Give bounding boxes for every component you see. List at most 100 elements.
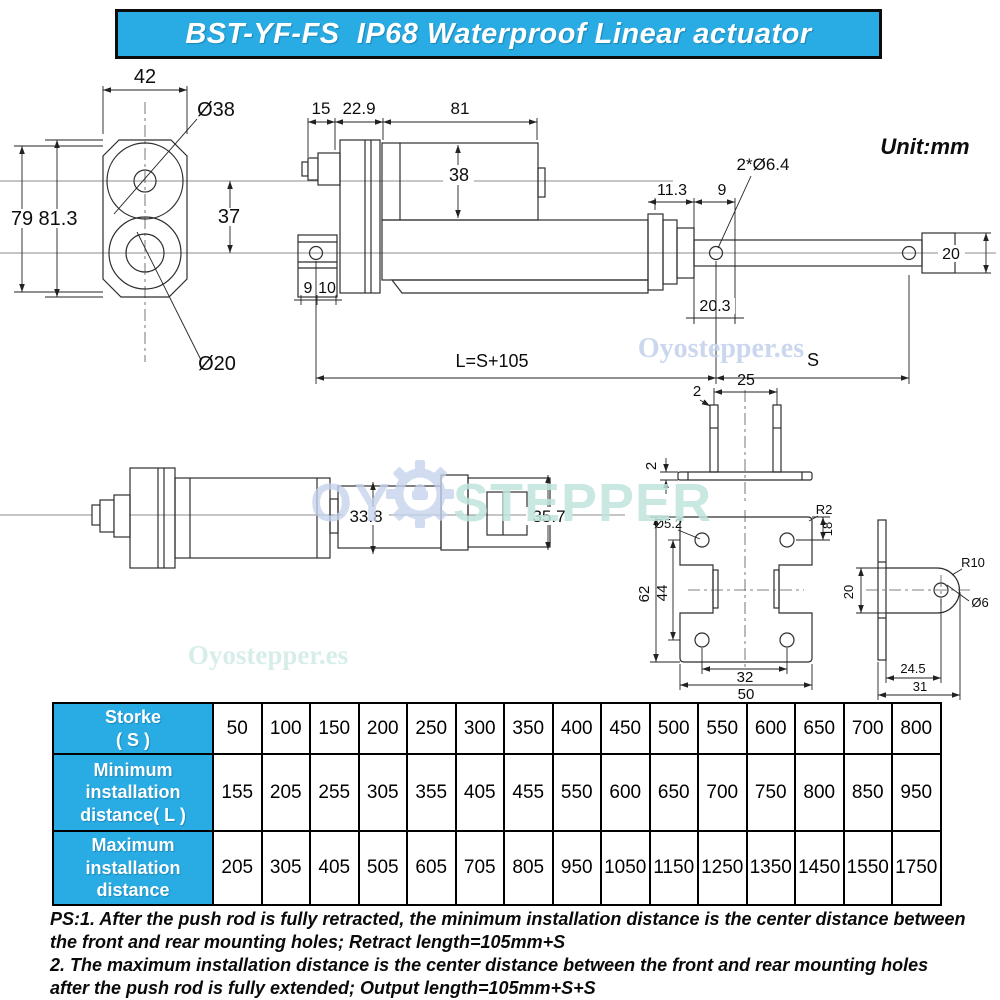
dim-label-rod-holes: 2*Ø6.4 xyxy=(737,155,790,174)
cell: 600 xyxy=(600,753,651,832)
cell: 600 xyxy=(745,702,796,755)
cell: 850 xyxy=(842,753,893,832)
dim-label-bracket-25: 25 xyxy=(737,372,755,389)
cell: 700 xyxy=(697,753,748,832)
cell: 550 xyxy=(551,753,602,832)
dim-label-center-dist: 37 xyxy=(218,206,240,228)
cell: 405 xyxy=(309,830,360,906)
dim-label-S: S xyxy=(807,350,819,370)
cell: 255 xyxy=(309,753,360,832)
watermark-site-bottom: Oyostepper.es xyxy=(188,640,348,670)
row-header-max-distance: Maximum installation distance xyxy=(52,830,214,906)
dim-label-22-9: 22.9 xyxy=(342,99,375,118)
technical-drawing: 42 Ø38 Ø20 79 81.3 37 xyxy=(0,66,996,702)
dim-label-plate-62: 62 xyxy=(636,586,653,603)
table-row-stroke: Storke ( S ) 50 100 150 200 250 300 350 … xyxy=(52,702,942,755)
row-header-line: Minimum xyxy=(93,759,173,780)
cell: 1550 xyxy=(842,830,893,906)
cell: 1050 xyxy=(600,830,651,906)
watermark-brand-left: OY xyxy=(310,473,392,533)
row-header-min-distance: Minimum installation distance( L ) xyxy=(52,753,214,832)
cell: 705 xyxy=(454,830,505,906)
dim-label-height-b: 81.3 xyxy=(39,208,78,230)
cell: 455 xyxy=(503,753,554,832)
cell: 950 xyxy=(551,830,602,906)
dim-label-81: 81 xyxy=(451,99,470,118)
cell: 1750 xyxy=(891,830,942,906)
note-2: 2. The maximum installation distance is … xyxy=(50,955,929,999)
dim-label-plate-50: 50 xyxy=(738,686,755,702)
cell: 550 xyxy=(697,702,748,755)
row-header-line: distance( L ) xyxy=(80,804,186,825)
cell: 700 xyxy=(842,702,893,755)
front-view: 42 Ø38 Ø20 79 81.3 37 xyxy=(8,66,244,375)
dim-label-9b: 9 xyxy=(718,182,727,199)
watermark-site-top: Oyostepper.es xyxy=(638,333,804,364)
cell: 50 xyxy=(212,702,263,755)
dim-label-bracket-2-wall: 2 xyxy=(693,383,701,400)
dim-label-plate-hole-dia: Ø5.2 xyxy=(654,516,682,531)
cell: 805 xyxy=(503,830,554,906)
watermarks: Oyostepper.es Oyostepper.es OY STEPPER xyxy=(188,333,804,670)
dim-label-20-3: 20.3 xyxy=(699,298,730,315)
cell: 950 xyxy=(891,753,942,832)
dim-label-sb-20: 20 xyxy=(841,585,856,599)
cell: 1250 xyxy=(697,830,748,906)
table-row-min-distance: Minimum installation distance( L ) 155 2… xyxy=(52,753,942,832)
title-banner: BST-YF-FS IP68 Waterproof Linear actuato… xyxy=(115,9,882,59)
row-header-line: ( S ) xyxy=(116,729,150,750)
cell: 100 xyxy=(260,702,311,755)
cell: 405 xyxy=(454,753,505,832)
unit-label: Unit:mm xyxy=(880,134,969,159)
centerlines xyxy=(0,180,996,516)
dim-label-sb-24-5: 24.5 xyxy=(900,661,925,676)
dim-label-front-width: 42 xyxy=(134,66,156,88)
cell: 650 xyxy=(794,702,845,755)
dim-label-sb-d6: Ø6 xyxy=(971,595,988,610)
dim-label-plate-32: 32 xyxy=(737,669,754,686)
cell: 155 xyxy=(212,753,263,832)
cell: 150 xyxy=(309,702,360,755)
dim-label-outer-dia: Ø38 xyxy=(197,99,235,121)
dim-label-10: 10 xyxy=(318,280,336,297)
note-1: PS:1. After the push rod is fully retrac… xyxy=(50,909,966,953)
dim-label-20: 20 xyxy=(942,246,960,263)
cell: 355 xyxy=(406,753,457,832)
gear-icon xyxy=(386,460,454,528)
cell: 300 xyxy=(454,702,505,755)
cell: 350 xyxy=(503,702,554,755)
watermark-brand-right: STEPPER xyxy=(453,473,712,533)
table-row-max-distance: Maximum installation distance 205 305 40… xyxy=(52,830,942,906)
dim-label-bracket-2-base: 2 xyxy=(643,462,660,470)
dim-label-hole-dia: Ø20 xyxy=(198,353,236,375)
dim-label-sb-r10: R10 xyxy=(961,555,985,570)
page-title: BST-YF-FS IP68 Waterproof Linear actuato… xyxy=(185,17,812,50)
cell: 305 xyxy=(357,753,408,832)
cell: 1150 xyxy=(648,830,699,906)
dim-label-plate-44: 44 xyxy=(654,585,671,602)
cell: 1450 xyxy=(794,830,845,906)
cell: 1350 xyxy=(745,830,796,906)
dim-label-L: L=S+105 xyxy=(455,351,528,371)
cell: 305 xyxy=(260,830,311,906)
side-view: 15 22.9 81 38 9 10 11.3 9 2*Ø6.4 20.3 xyxy=(294,99,991,384)
spec-table: Storke ( S ) 50 100 150 200 250 300 350 … xyxy=(52,702,942,906)
dim-label-35-7: 35.7 xyxy=(532,507,565,526)
row-header-line: distance xyxy=(96,880,170,901)
dim-label-9a: 9 xyxy=(304,280,313,297)
dim-label-38: 38 xyxy=(449,165,469,185)
cell: 750 xyxy=(745,753,796,832)
dim-label-plate-18: 18 xyxy=(820,522,835,536)
cell: 605 xyxy=(406,830,457,906)
dim-label-height-a: 79 xyxy=(11,208,33,230)
side-bracket-view: 20 R10 Ø6 24.5 31 xyxy=(841,519,989,700)
cell: 400 xyxy=(551,702,602,755)
cell: 800 xyxy=(794,753,845,832)
notes: PS:1. After the push rod is fully retrac… xyxy=(50,908,966,1000)
cell: 505 xyxy=(357,830,408,906)
bracket-front-view: 25 2 2 xyxy=(643,372,813,504)
mounting-plate-view: 62 44 Ø5.2 R2 18 32 50 xyxy=(636,502,835,702)
cell: 800 xyxy=(891,702,942,755)
dim-label-11-3: 11.3 xyxy=(657,182,687,199)
cell: 500 xyxy=(648,702,699,755)
